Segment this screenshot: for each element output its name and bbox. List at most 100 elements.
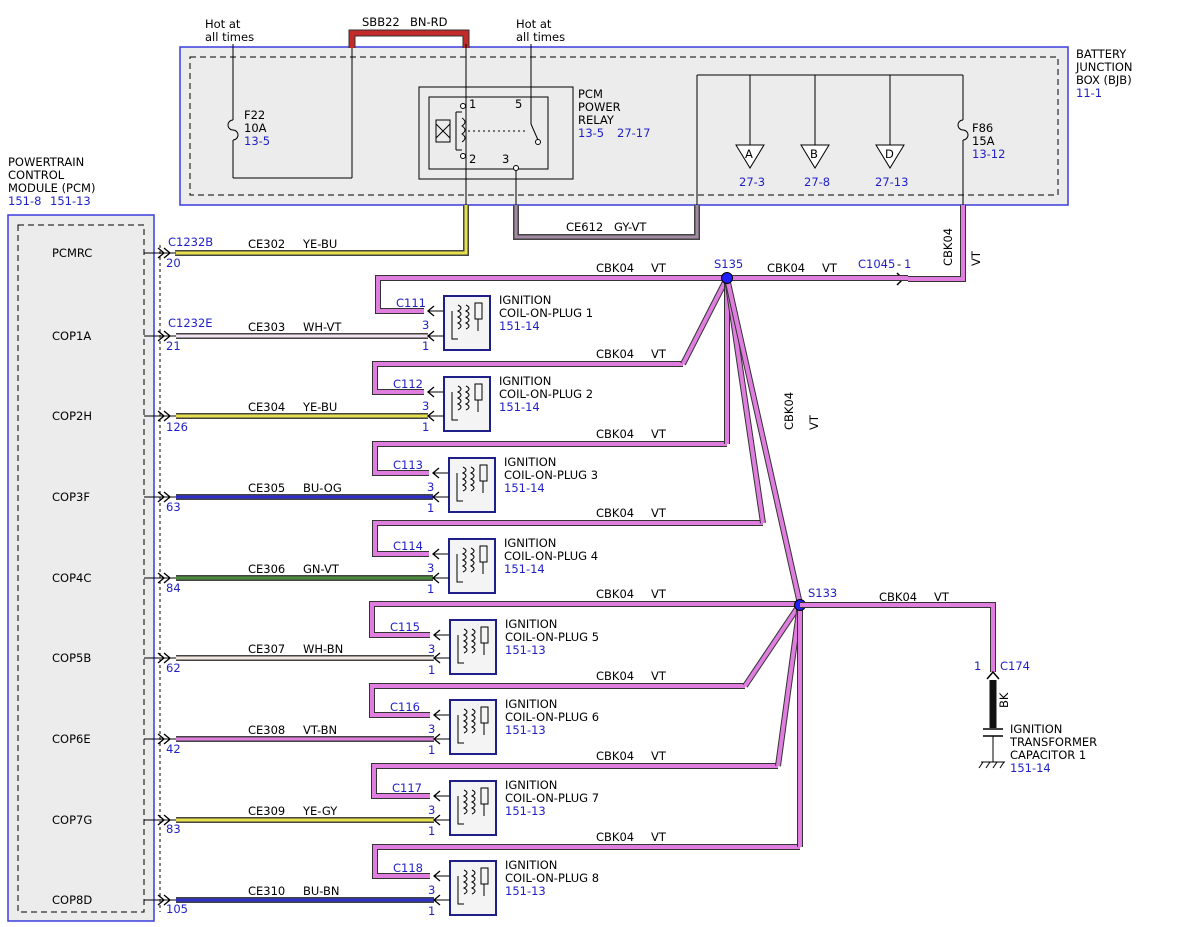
pcm-pin-name: PCMRC	[52, 246, 92, 260]
ce612-circuit: CE612	[566, 220, 603, 234]
cbk04-label: CBK04	[596, 506, 634, 520]
f22-name: F22	[244, 108, 265, 122]
arrow-icon	[157, 491, 166, 503]
arrow-icon	[163, 652, 172, 664]
arrow-icon	[163, 410, 172, 422]
splice-fan-wire-fill	[725, 277, 802, 605]
arrow-icon	[157, 572, 166, 584]
wire-color-label: WH-VT	[303, 320, 342, 334]
coil-pin-3: 3	[427, 480, 434, 494]
arrow-icon	[163, 330, 172, 342]
wire-color-label: WH-BN	[303, 642, 343, 656]
coil-winding-icon	[462, 628, 468, 654]
relay-coil-icon	[435, 119, 451, 143]
coil-label-1: IGNITION	[504, 536, 556, 550]
cbk04-vert-label: CBK04	[941, 228, 955, 266]
coil-label-2: COIL-ON-PLUG 5	[505, 630, 599, 644]
vt-label: VT	[651, 749, 667, 763]
coil-internal-wiring	[457, 635, 485, 664]
c1045-label: C1045	[858, 257, 895, 271]
pcm-pin-name: COP8D	[52, 893, 92, 907]
vt-label: VT	[822, 261, 838, 275]
relay-pin-5: 5	[515, 97, 522, 111]
arrow-icon	[157, 733, 166, 745]
coil-pin-3: 3	[428, 722, 435, 736]
cbk04-label: CBK04	[596, 587, 634, 601]
arrow-icon	[163, 491, 172, 503]
wire-color-label: VT-BN	[303, 723, 337, 737]
sbb22-circuit: SBB22	[362, 15, 400, 29]
coil-label-2: COIL-ON-PLUG 2	[499, 387, 593, 401]
pcm-power-relay	[418, 86, 574, 180]
circuit-label: CE309	[248, 804, 285, 818]
pcm-pin-number: 105	[166, 902, 188, 916]
coil-pin-3: 3	[428, 642, 435, 656]
hot-label-1: Hot at	[205, 17, 241, 31]
coil-ref: 151-14	[499, 400, 540, 414]
coil-ref: 151-14	[499, 319, 540, 333]
coil-internal-wiring	[457, 796, 485, 825]
coil-winding-icon	[470, 708, 476, 734]
pcm-label-2: CONTROL	[8, 168, 65, 182]
hot-label-2: Hot at	[516, 17, 552, 31]
coil-pin-3: 3	[422, 399, 429, 413]
cbk04-vert-label: CBK04	[782, 392, 796, 430]
ground-icon	[978, 761, 1005, 769]
coil-connector-label: C116	[390, 700, 420, 714]
cbk04-label: CBK04	[596, 669, 634, 683]
coil-connector-label: C114	[393, 539, 423, 553]
pcm-label-3: MODULE (PCM)	[8, 181, 95, 195]
tri-b-label: B	[810, 147, 818, 161]
arrow-icon	[163, 572, 172, 584]
arrow-icon	[157, 247, 166, 259]
coil-internal-wiring	[451, 311, 479, 340]
arrow-icon	[163, 247, 172, 259]
coil-label-1: IGNITION	[499, 374, 551, 388]
arrow-icon	[163, 814, 172, 826]
bk-wire-label: BK	[997, 692, 1011, 708]
pcm-pin-number: 62	[166, 661, 181, 675]
fuse-f86-icon	[957, 119, 969, 141]
coil-internal-wiring	[456, 554, 484, 583]
pcm-pin-number: 20	[166, 256, 181, 270]
cbk04-wire-fill	[372, 764, 778, 798]
coil-winding-icon	[462, 708, 468, 734]
s133-cbk-color: VT	[934, 590, 950, 604]
coil-ref: 151-13	[505, 723, 546, 737]
coil-connector-label: C118	[393, 861, 423, 875]
coil-label-2: COIL-ON-PLUG 4	[504, 549, 598, 563]
wire-color-label: YE-BU	[302, 237, 337, 251]
coil-winding-icon	[469, 466, 475, 492]
connector-b-icon	[800, 144, 830, 169]
coil-ref: 151-13	[505, 884, 546, 898]
hot-label-2b: all times	[516, 30, 565, 44]
relay-ref-2: 27-17	[617, 126, 650, 140]
splice-fan-wire-fill	[776, 603, 802, 767]
pcm-pin-name: COP1A	[52, 329, 91, 343]
pcm-pin-name: COP6E	[52, 732, 91, 746]
coil-ref: 151-13	[505, 643, 546, 657]
relay-pin-2: 2	[469, 152, 476, 166]
coil-connector-label: C117	[392, 781, 422, 795]
f86-ref: 13-12	[972, 147, 1005, 161]
pcm-ref-1: 151-8	[8, 194, 41, 208]
ce612-color: GY-VT	[614, 220, 647, 234]
arrow-icon	[157, 652, 166, 664]
tri-a-ref: 27-3	[739, 175, 765, 189]
coil-winding-icon	[464, 304, 470, 330]
pcm-pin-number: 21	[166, 339, 181, 353]
f22-ref: 13-5	[244, 134, 270, 148]
arrow-icon	[157, 894, 166, 906]
cbk04-label: CBK04	[596, 261, 634, 275]
circuit-label: CE310	[248, 884, 285, 898]
cbk04-wire-fill	[373, 521, 763, 556]
coil-winding-icon	[469, 547, 475, 573]
bjb-label-3: BOX (BJB)	[1076, 73, 1132, 87]
cap-label-2: TRANSFORMER	[1009, 735, 1097, 749]
coil-internal-wiring	[457, 715, 485, 744]
tri-a-label: A	[745, 147, 753, 161]
circuit-label: CE308	[248, 723, 285, 737]
cbk04-wire-fill	[373, 442, 727, 475]
coil-label-2: COIL-ON-PLUG 6	[505, 710, 599, 724]
f86-rating: 15A	[972, 134, 995, 148]
